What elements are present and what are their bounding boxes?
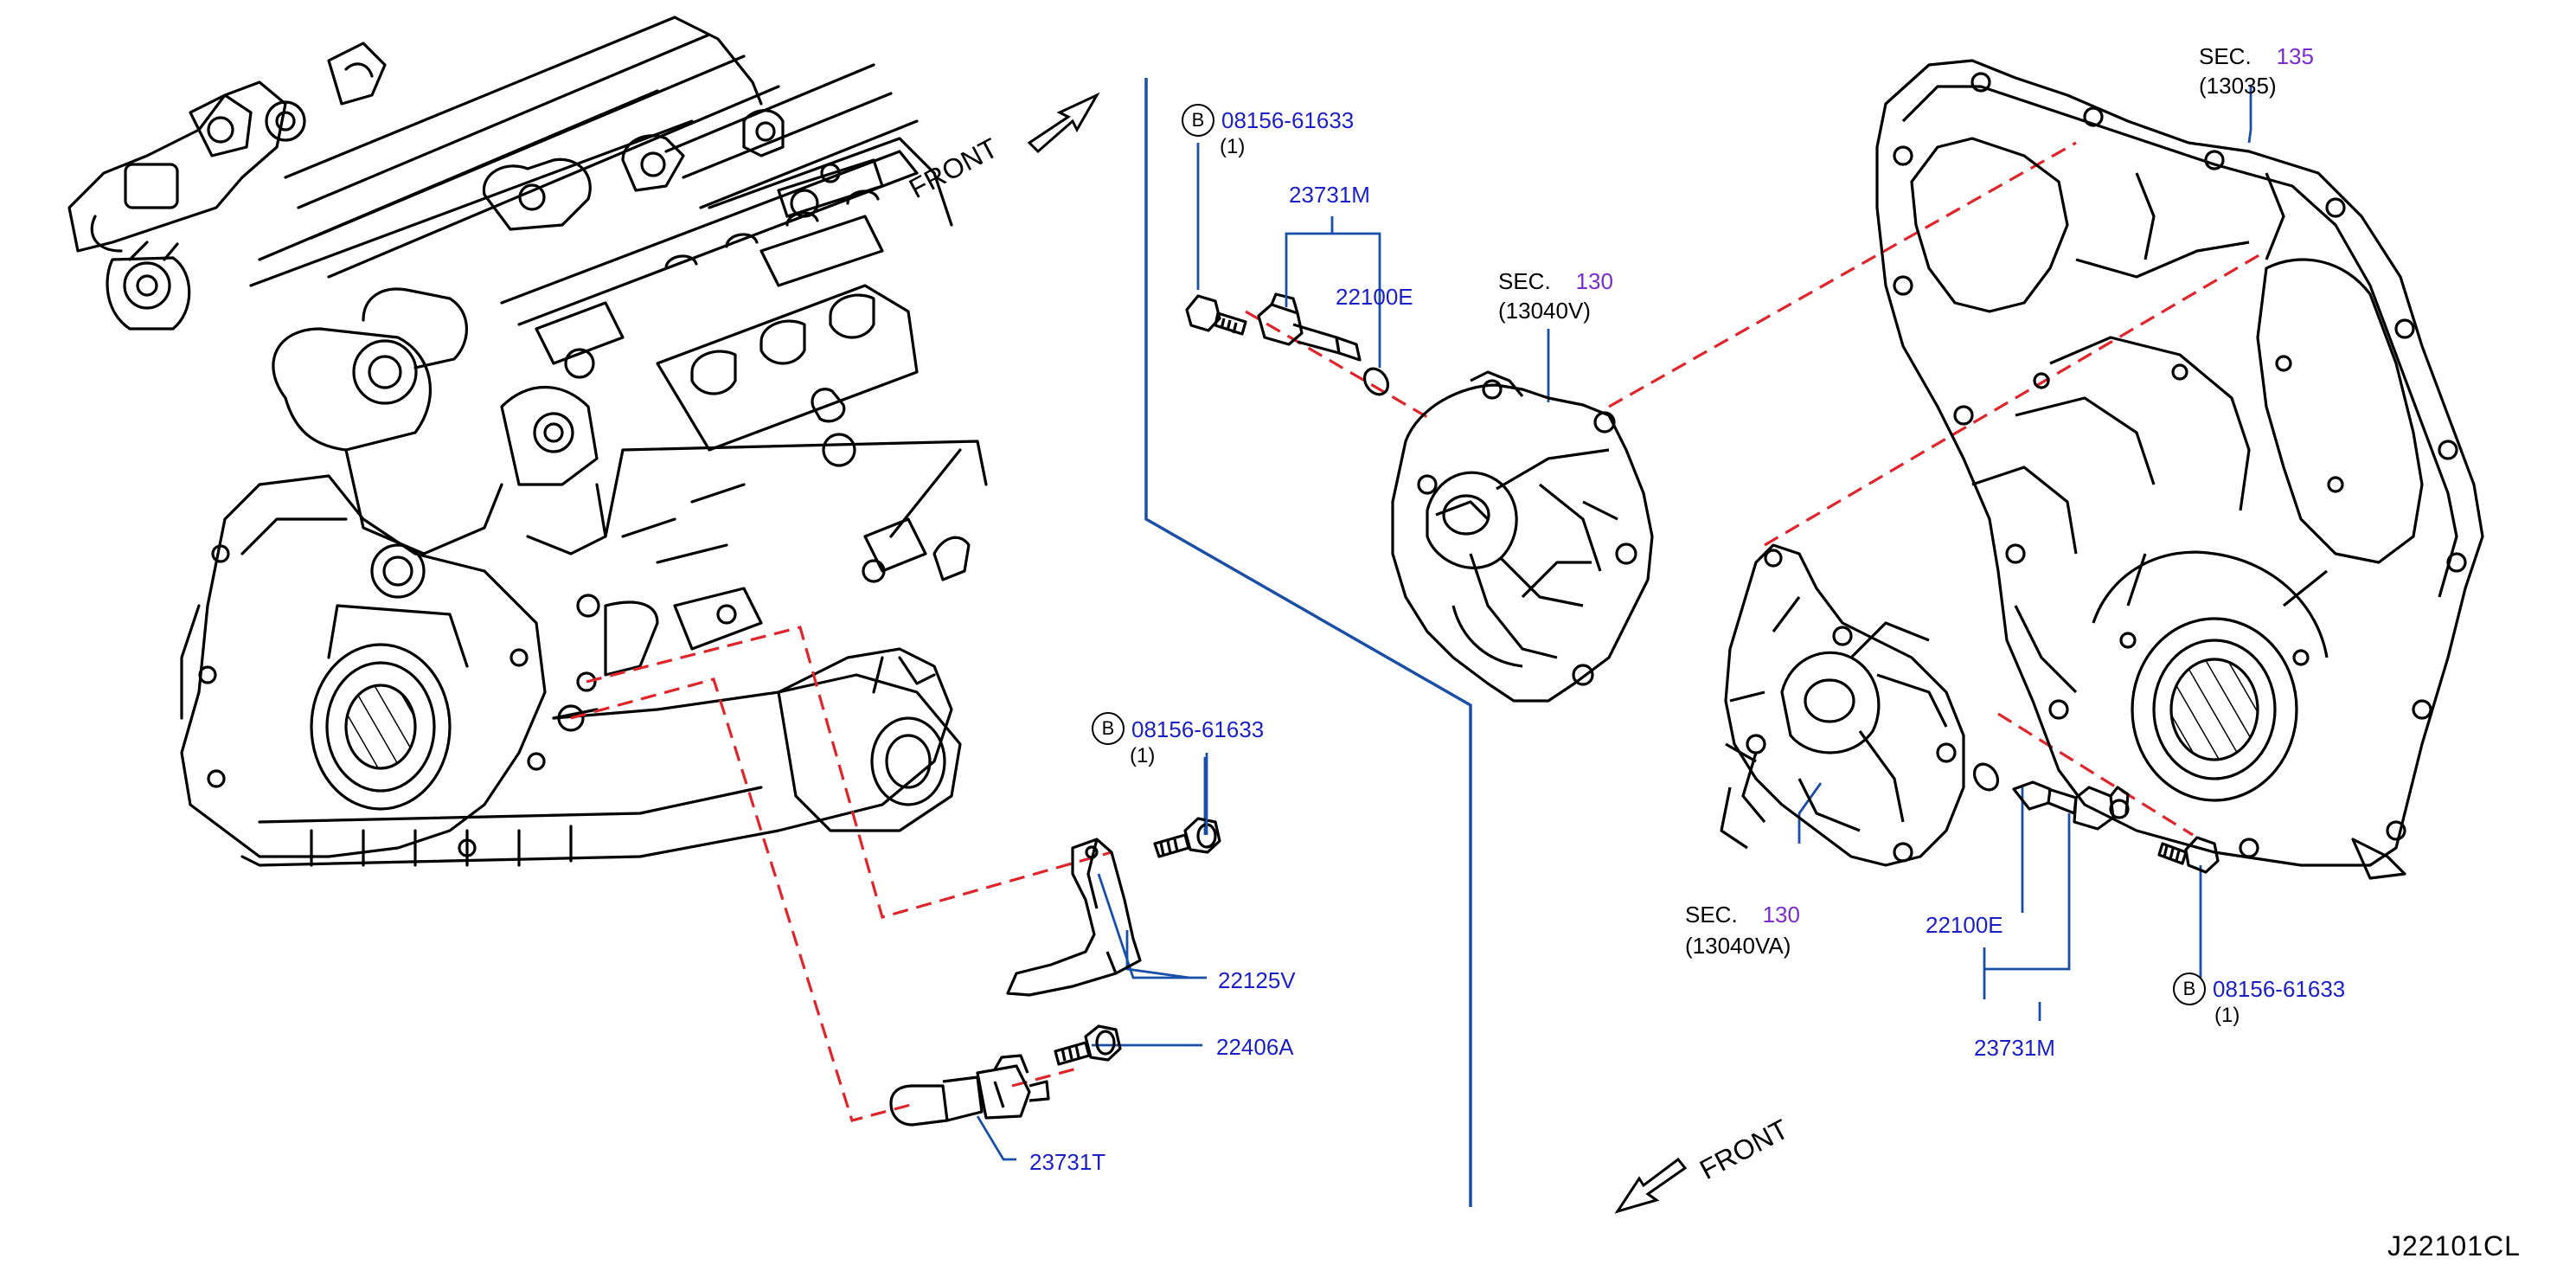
- front-arrow-bottom-icon: [1614, 1157, 1688, 1214]
- part-number-small-bolt[interactable]: 22406A: [1216, 1034, 1294, 1060]
- sec-prefix: SEC.: [1685, 902, 1738, 928]
- sec135-sub: (13035): [2199, 73, 2277, 99]
- part-number-oring-right[interactable]: 22100E: [1926, 912, 2003, 938]
- sec130-cam-housing-bottom-illustration: [1720, 543, 1965, 867]
- part-number-oring-top[interactable]: 22100E: [1336, 284, 1413, 310]
- bolt-symbol-mid: B: [1092, 712, 1125, 745]
- cam-sensor-top-illustration: [1185, 292, 1390, 396]
- sec130-bottom-sub: (13040VA): [1685, 933, 1791, 959]
- leader-lines-top: [976, 87, 2252, 1161]
- sec135-label: SEC. 135: [2199, 45, 2314, 67]
- sec-prefix: SEC.: [2199, 43, 2252, 69]
- crank-sensor-23731t-illustration: [889, 1024, 1122, 1127]
- part-number-sensor-right[interactable]: 23731M: [1974, 1035, 2055, 1061]
- sec130-top-sub: (13040V): [1498, 298, 1591, 324]
- sec-number-135[interactable]: 135: [2276, 43, 2314, 69]
- sec-number-130-top[interactable]: 130: [1575, 268, 1613, 294]
- part-number-sensor-top[interactable]: 23731M: [1289, 182, 1370, 208]
- bolt-symbol-top: B: [1182, 104, 1214, 137]
- sec-number-130-bottom[interactable]: 130: [1762, 902, 1800, 928]
- red-dashed-guides: [570, 141, 2267, 1122]
- bolt-symbol-right: B: [2173, 973, 2206, 1005]
- part-number-bracket[interactable]: 22125V: [1218, 967, 1296, 993]
- part-number-crank-sensor[interactable]: 23731T: [1029, 1149, 1106, 1175]
- qty-bolt-top: (1): [1220, 135, 1246, 158]
- diagram-code: J22101CL: [2387, 1230, 2521, 1262]
- part-number-bolt-top[interactable]: 08156-61633: [1221, 107, 1355, 133]
- qty-bolt-right: (1): [2214, 1004, 2240, 1027]
- front-arrow-top-icon: [1027, 92, 1100, 154]
- section-divider-line: [1144, 78, 1472, 1207]
- part-number-bolt-right[interactable]: 08156-61633: [2213, 976, 2346, 1002]
- sec130-cam-housing-top-illustration: [1391, 370, 1654, 703]
- part-number-bolt-mid[interactable]: 08156-61633: [1131, 716, 1265, 742]
- sec-prefix: SEC.: [1498, 268, 1551, 294]
- cam-sensor-right-illustration: [1972, 762, 2220, 874]
- qty-bolt-mid: (1): [1130, 744, 1156, 767]
- sec135-front-cover-illustration: [1875, 59, 2484, 880]
- sec130-top-label: SEC. 130: [1498, 270, 1613, 292]
- bracket-22125v-illustration: [1006, 817, 1221, 997]
- engine-block-illustration: [67, 16, 988, 867]
- sec130-bottom-label: SEC. 130: [1685, 903, 1800, 926]
